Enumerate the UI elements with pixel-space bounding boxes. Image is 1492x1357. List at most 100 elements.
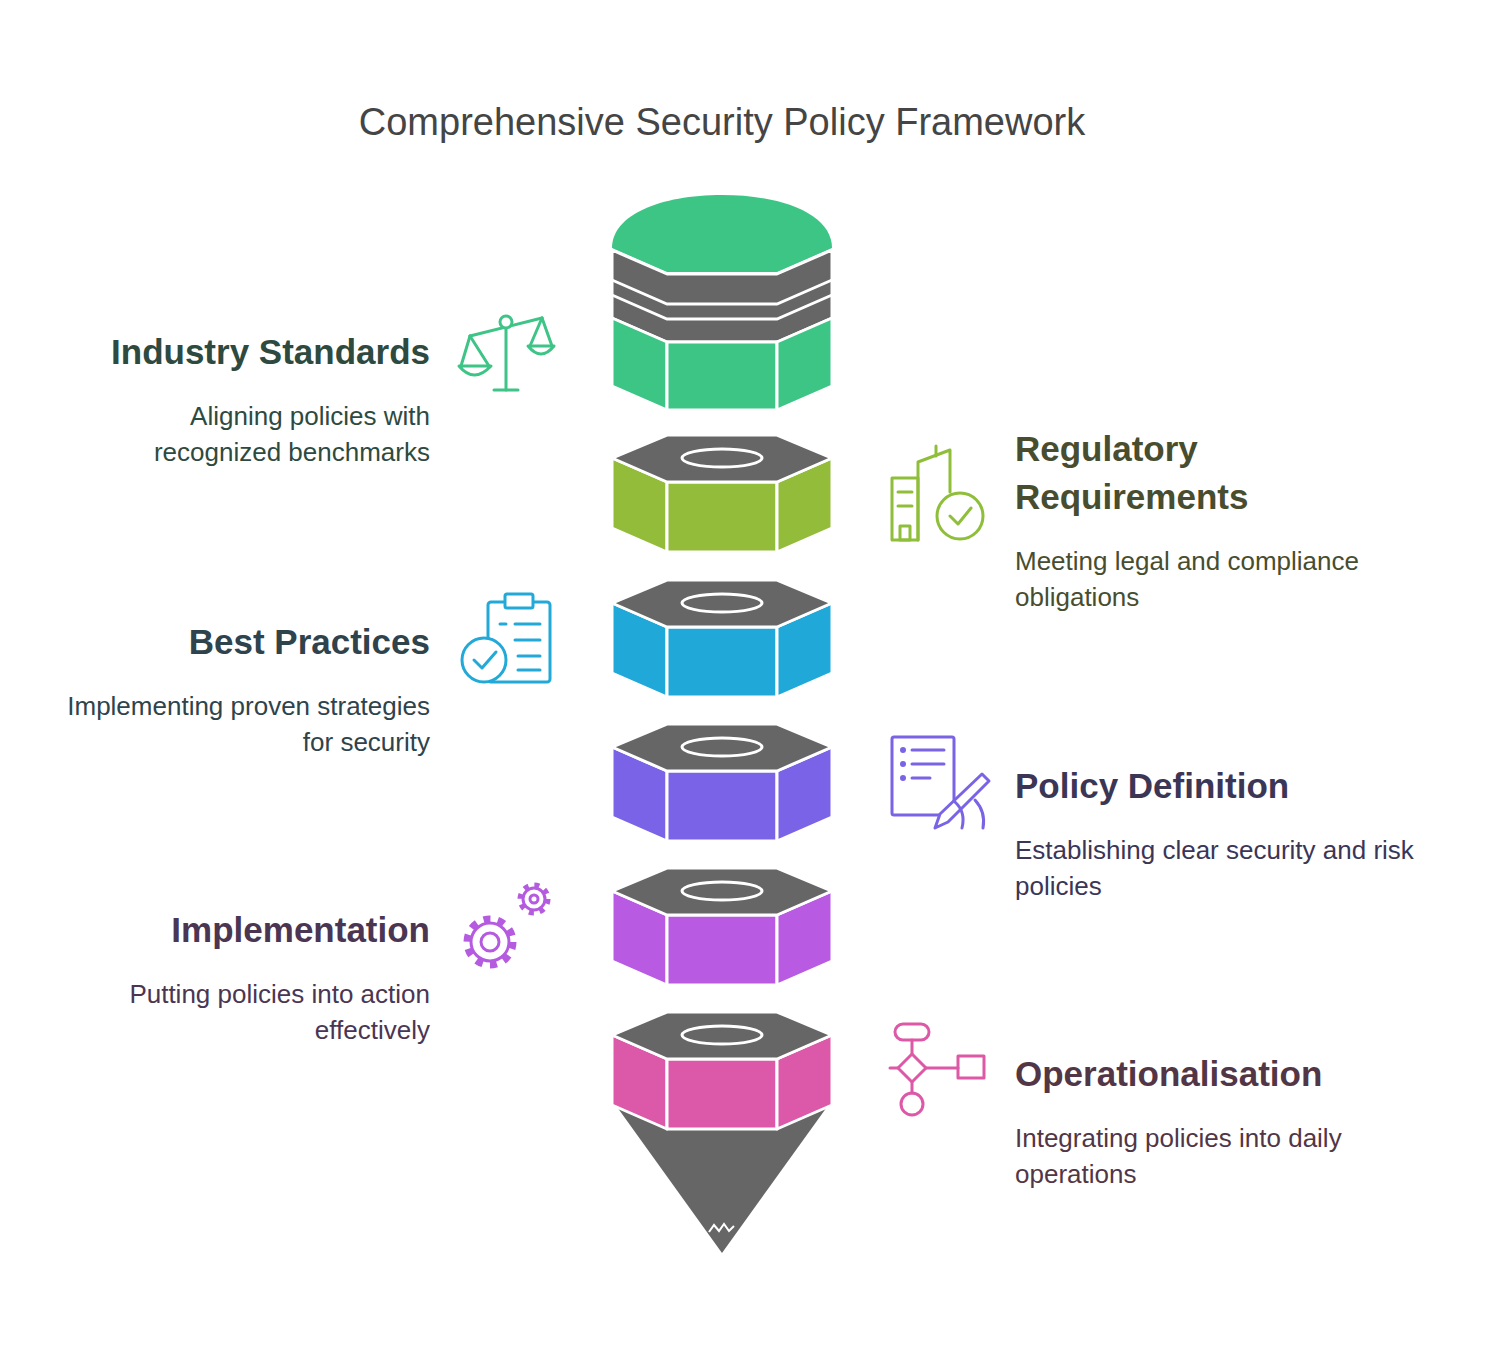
cap-band [612, 250, 832, 342]
prism-shape [612, 580, 832, 697]
icon-stroke [926, 1067, 958, 1070]
icon-stroke [902, 763, 905, 766]
band-line [612, 295, 832, 319]
icon-stroke [895, 1024, 929, 1040]
segment-description: Aligning policies with recognized benchm… [60, 398, 430, 470]
document-pen-icon [892, 737, 989, 828]
icon-stroke [898, 1054, 926, 1082]
prism-shape [612, 435, 832, 552]
icon-stroke [462, 638, 506, 682]
top-face [612, 724, 832, 771]
side-face [612, 318, 667, 410]
flowchart-icon [890, 1024, 984, 1115]
icon-stroke [500, 623, 506, 626]
icon-stroke [900, 526, 910, 540]
icon-stroke [542, 318, 552, 346]
icon-stroke [467, 919, 513, 965]
label-column: Industry StandardsAligning policies with… [30, 328, 430, 470]
top-face [612, 580, 832, 627]
icon-stroke [470, 336, 489, 366]
segment-heading: Operationalisation [1015, 1050, 1425, 1098]
icon-stroke [518, 655, 540, 658]
tip-notch [709, 1224, 734, 1232]
prism-shape [612, 195, 832, 410]
prism-segment: Regulatory RequirementsMeeting legal and… [612, 435, 832, 552]
icon-stroke [935, 774, 989, 828]
building-check-icon [892, 446, 983, 540]
icon-stroke [955, 802, 963, 828]
front-face [667, 482, 777, 552]
segment-description: Establishing clear security and risk pol… [1015, 832, 1425, 904]
prism-segment: Best PracticesImplementing proven strate… [612, 580, 832, 697]
band-line [612, 280, 832, 304]
segment-description: Putting policies into action effectively [60, 976, 430, 1048]
top-hole [682, 594, 762, 612]
gears-icon [467, 885, 548, 965]
side-face [777, 318, 832, 410]
icon-stroke [461, 336, 470, 366]
segment-heading: Best Practices [30, 618, 430, 666]
icon-stroke [912, 749, 944, 752]
icon-stroke [912, 777, 930, 780]
icon-stroke [520, 885, 548, 913]
cap-dome [612, 195, 832, 272]
front-face [667, 342, 777, 410]
segment-heading: Policy Definition [1015, 762, 1425, 810]
icon-stroke [975, 800, 984, 828]
segment-heading: Industry Standards [30, 328, 430, 376]
icon-stroke [505, 594, 533, 608]
segment-heading: Implementation [30, 906, 430, 954]
prism-shape [612, 724, 832, 841]
icon-stroke [937, 493, 983, 539]
diagram-title: Comprehensive Security Policy Framework [0, 98, 1444, 146]
front-face [667, 771, 777, 841]
label-column: OperationalisationIntegrating policies i… [1015, 1050, 1435, 1192]
icon-stroke [474, 652, 496, 668]
top-face [612, 868, 832, 915]
icon-stroke [958, 1056, 984, 1078]
icon-stroke [901, 1093, 923, 1115]
prism-segment: Policy DefinitionEstablishing clear secu… [612, 724, 832, 841]
icon-stroke [528, 346, 554, 354]
icon-stroke [481, 933, 499, 951]
icon-stroke [523, 888, 545, 910]
top-face [612, 435, 832, 482]
icon-stroke [530, 318, 542, 346]
prism-segment: ImplementationPutting policies into acti… [612, 868, 832, 985]
icon-stroke [459, 366, 491, 375]
front-face [667, 915, 777, 985]
icon-stroke [898, 505, 912, 508]
front-face [667, 627, 777, 697]
segment-description: Implementing proven strategies for secur… [60, 688, 430, 760]
icon-stroke [911, 1040, 914, 1054]
segment-description: Integrating policies into daily operatio… [1015, 1120, 1425, 1192]
prism-shape [612, 1012, 832, 1129]
icon-stroke [530, 895, 538, 903]
top-hole [682, 449, 762, 467]
icon-stroke [912, 763, 944, 766]
top-hole [682, 738, 762, 756]
icon-stroke [890, 1067, 898, 1070]
icon-stroke [500, 316, 512, 328]
icon-stroke [935, 446, 938, 456]
segment-description: Meeting legal and compliance obligations [1015, 543, 1425, 615]
top-hole [682, 1026, 762, 1044]
icon-stroke [902, 777, 905, 780]
label-column: Policy DefinitionEstablishing clear secu… [1015, 762, 1435, 904]
prism-segment: OperationalisationIntegrating policies i… [612, 1012, 832, 1129]
prism-segment: Industry StandardsAligning policies with… [612, 195, 832, 410]
icon-stroke [505, 328, 508, 390]
icon-stroke [911, 1082, 914, 1093]
icon-stroke [494, 389, 518, 392]
scales-icon [459, 316, 554, 390]
clipboard-icon [462, 594, 550, 682]
icon-stroke [950, 508, 971, 524]
top-hole [682, 882, 762, 900]
segment-heading: Regulatory Requirements [1015, 425, 1305, 521]
icon-stroke [518, 669, 540, 672]
icon-stroke [515, 639, 540, 642]
icon-stroke [471, 923, 509, 961]
top-face [612, 1012, 832, 1059]
prism-shape [612, 868, 832, 985]
